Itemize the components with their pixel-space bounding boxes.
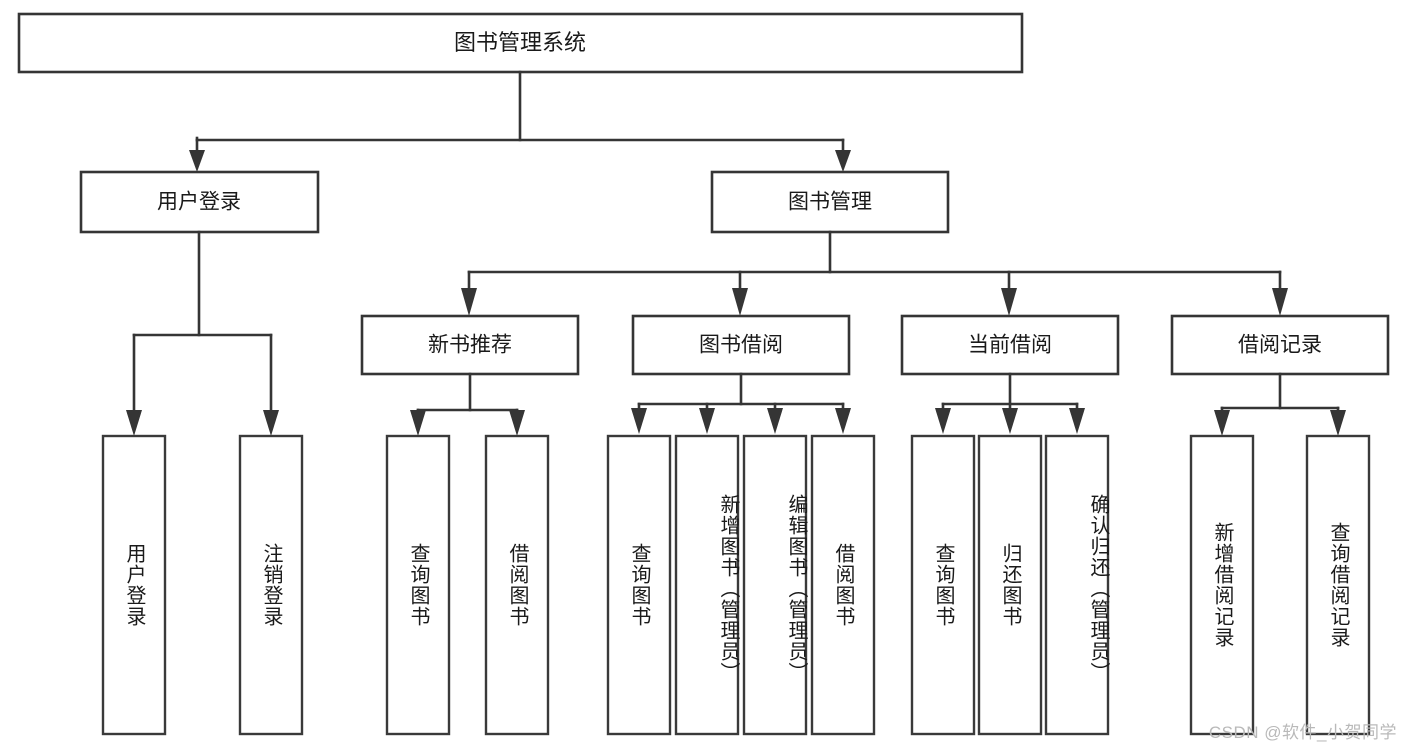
leaf-box-bb-1[interactable] <box>606 434 672 736</box>
arrowhead-br-leaf-2 <box>1330 410 1346 436</box>
arrowhead-cb-leaf-1 <box>935 408 951 434</box>
node-user-login-label: 用户登录 <box>157 191 241 214</box>
arrowhead-cb-leaf-3 <box>1069 408 1085 434</box>
leaf-box-cb-3[interactable] <box>1044 434 1110 736</box>
leaf-box-cb-2[interactable] <box>977 434 1043 736</box>
node-current-borrow-label: 当前借阅 <box>968 334 1052 357</box>
leaf-box-user-login-2[interactable] <box>238 434 304 736</box>
leaf-box-user-login-1[interactable] <box>101 434 167 736</box>
leaf-box-br-1[interactable] <box>1189 434 1255 736</box>
arrowhead-br-leaf-1 <box>1214 410 1230 436</box>
arrowhead-to-book-manage <box>835 150 851 172</box>
leaf-box-br-2[interactable] <box>1305 434 1371 736</box>
arrowhead-bb-leaf-3 <box>767 408 783 434</box>
arrowhead-user-login-leaf-1 <box>126 410 142 436</box>
leaf-box-nbr-1[interactable] <box>385 434 451 736</box>
arrowhead-to-borrow-record <box>1272 288 1288 316</box>
node-borrow-record-label: 借阅记录 <box>1238 334 1322 357</box>
arrowhead-bb-leaf-4 <box>835 408 851 434</box>
arrowhead-to-current-borrow <box>1001 288 1017 316</box>
arrowhead-nbr-leaf-1 <box>410 410 426 436</box>
leaf-box-bb-3[interactable] <box>742 434 808 736</box>
arrowhead-cb-leaf-2 <box>1002 408 1018 434</box>
node-root-box[interactable] <box>17 12 1024 74</box>
leaf-box-bb-2[interactable] <box>674 434 740 736</box>
arrowhead-to-book-borrow <box>732 288 748 316</box>
node-book-manage-box[interactable] <box>710 170 950 234</box>
arrowhead-bb-leaf-2 <box>699 408 715 434</box>
node-new-book-recommend-box[interactable] <box>360 314 580 376</box>
node-new-book-recommend-label: 新书推荐 <box>428 334 512 357</box>
csdn-watermark: CSDN @软件_小贺同学 <box>1208 723 1397 742</box>
arrowhead-user-login-leaf-2 <box>263 410 279 436</box>
arrowhead-nbr-leaf-2 <box>509 410 525 436</box>
leaf-box-cb-1[interactable] <box>910 434 976 736</box>
arrowhead-to-new-book-recommend <box>461 288 477 316</box>
node-book-borrow-label: 图书借阅 <box>699 334 783 357</box>
leaf-box-bb-4[interactable] <box>810 434 876 736</box>
leaf-box-nbr-2[interactable] <box>484 434 550 736</box>
node-book-manage-label: 图书管理 <box>788 191 872 214</box>
arrowhead-to-user-login <box>189 150 205 172</box>
node-root-label: 图书管理系统 <box>454 30 586 55</box>
arrowhead-bb-leaf-1 <box>631 408 647 434</box>
